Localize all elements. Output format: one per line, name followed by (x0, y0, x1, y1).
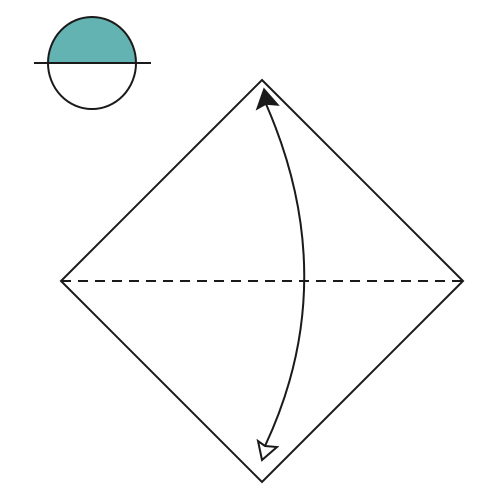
arrow-head-hollow (256, 438, 280, 462)
icon-colored-half (48, 17, 136, 63)
arrow-head-filled (255, 87, 280, 111)
fold-unfold-arrow (255, 87, 306, 462)
half-filled-circle-icon (34, 16, 151, 110)
paper-square (59, 78, 465, 484)
arrow-curve (264, 103, 306, 447)
